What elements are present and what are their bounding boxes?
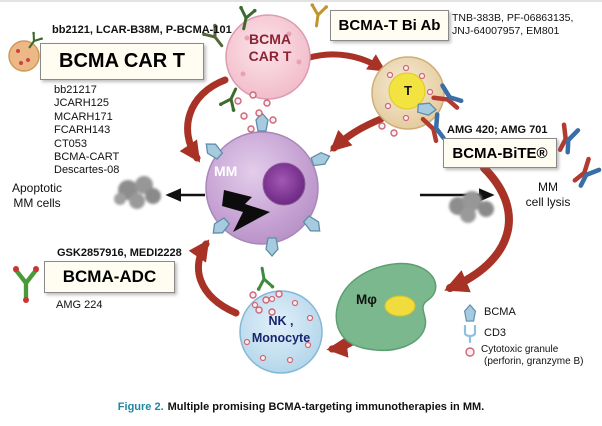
drug-item: bb21217 (54, 84, 97, 96)
apoptotic-cells-blob (114, 176, 161, 209)
car-t-drug-list: bb21217 JCARH125 MCARH171 FCARH143 CT053… (54, 84, 119, 178)
caption-text: Multiple promising BCMA-targeting immuno… (167, 401, 485, 413)
drug-item: JCARH125 (54, 97, 110, 110)
bite-molecule-icons (423, 85, 600, 188)
t-cell-label: T (404, 83, 412, 98)
bi-ab-drugs: TNB-383B, PF-06863135, JNJ-64007957, EM8… (452, 12, 574, 37)
lysed-cells-blob (449, 191, 494, 223)
car-t-cell (225, 14, 311, 100)
drug-item: Descartes-08 (54, 164, 120, 177)
mm-cell-label: MM (214, 163, 238, 179)
car-t-cell-label-line2: CAR T (248, 48, 292, 64)
bcma-droplet-icon (464, 304, 476, 322)
adc-panel-box: BCMA-ADC (44, 261, 175, 293)
lysis-label-line1: MM (538, 180, 558, 194)
mm-cell (205, 131, 319, 245)
lysis-label-line2: cell lysis (525, 195, 571, 209)
t-cell-nucleus (388, 72, 426, 110)
nk-cell-label-line2: Monocyte (251, 331, 311, 345)
arrow-biab-to-t-cell (305, 51, 387, 72)
apoptotic-label-line2: MM cells (13, 196, 61, 210)
legend-icons (463, 304, 477, 357)
car-t-mini-cell-icon (8, 30, 45, 72)
macrophage-label: Mφ (356, 292, 377, 307)
apoptosis-bolt-icon (222, 190, 270, 232)
adc-panel-title: BCMA-ADC (62, 267, 157, 286)
car-t-drugs-header: bb2121, LCAR-B38M, P-BCMA-101 (52, 24, 232, 36)
bite-drugs-header: AMG 420; AMG 701 (447, 124, 548, 136)
legend-granule-label-line1: Cytotoxic granule (481, 344, 559, 355)
bite-panel-title: BCMA-BiTE® (452, 144, 548, 162)
mm-nucleus (262, 162, 306, 206)
car-t-cell-label-line1: BCMA (249, 31, 291, 47)
bi-ab-panel-title: BCMA-T Bi Ab (338, 17, 441, 34)
car-t-panel-title: BCMA CAR T (59, 50, 185, 72)
figure-caption: Figure 2.Multiple promising BCMA-targeti… (0, 401, 602, 413)
top-divider (0, 0, 602, 2)
bite-panel-box: BCMA-BiTE® (443, 138, 557, 168)
legend-bcma-label: BCMA (484, 306, 516, 318)
drug-item: MCARH171 (54, 110, 113, 123)
macrophage-cell (335, 262, 437, 352)
adc-drugs-header: GSK2857916, MEDI2228 (57, 247, 182, 259)
drug-item: FCARH143 (54, 124, 111, 137)
adc-drug: AMG 224 (56, 299, 103, 311)
cytotoxic-granules (234, 91, 398, 316)
arrow-nk-to-mm (188, 239, 240, 317)
bi-ab-antibody-icon (306, 1, 330, 29)
drug-item: BCMA-CART (54, 151, 120, 164)
arrow-bite-to-macrophage (444, 164, 513, 293)
cytotoxic-granule-icon (465, 347, 475, 357)
apoptotic-label-line1: Apoptotic (11, 181, 63, 195)
legend-cd3-label: CD3 (484, 327, 507, 339)
car-t-panel-box: BCMA CAR T (40, 43, 204, 80)
drug-item: CT053 (54, 137, 88, 150)
arrow-t-to-mm (329, 115, 385, 152)
nk-cell-label-line1: NK , (268, 314, 294, 328)
legend-granule-label-line2: (perforin, granzyme B) (484, 356, 584, 367)
macrophage-nucleus (384, 295, 416, 317)
caption-prefix: Figure 2. (117, 401, 164, 413)
arrow-cart-to-mm (179, 76, 229, 163)
adc-antibody-icon (13, 266, 39, 303)
bi-ab-panel-box: BCMA-T Bi Ab (330, 10, 449, 41)
nk-antibody-icon (251, 265, 277, 293)
cd3-fork-icon (463, 324, 477, 344)
